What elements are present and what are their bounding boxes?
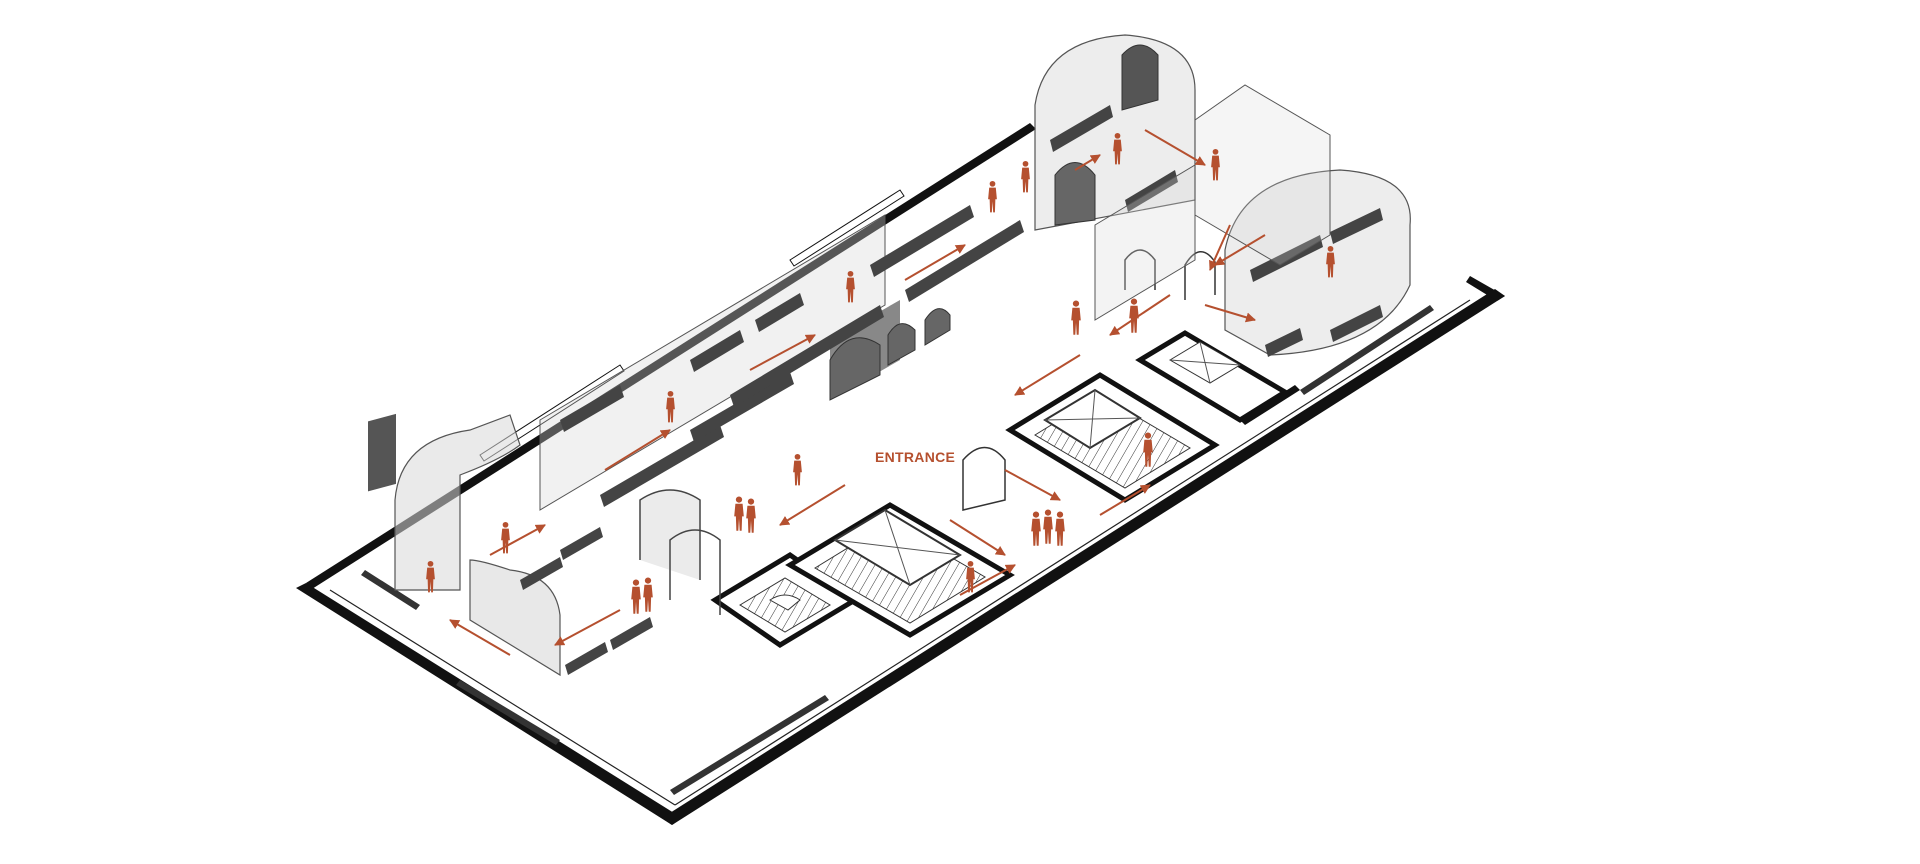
radiator-2 bbox=[1300, 305, 1434, 395]
circulation-arrow-icon bbox=[489, 524, 546, 556]
circulation-arrow-icon bbox=[1144, 129, 1206, 166]
shelf-gallery-8 bbox=[755, 293, 804, 332]
arch-opening-1 bbox=[829, 337, 881, 401]
wall-north-west bbox=[306, 123, 1036, 589]
left-volume-shell bbox=[394, 414, 521, 591]
person-silhouette-icon bbox=[1071, 300, 1081, 335]
shelf-left-1 bbox=[565, 642, 608, 675]
west-gallery bbox=[539, 205, 1024, 615]
arched-doorway-left bbox=[639, 489, 701, 580]
shelf-gallery-6 bbox=[560, 385, 624, 432]
shelf-gallery-2 bbox=[690, 372, 794, 442]
radiator-3 bbox=[456, 680, 560, 745]
person-silhouette-icon bbox=[734, 496, 744, 531]
arch-opening-3 bbox=[924, 308, 951, 346]
wall-south-east bbox=[662, 289, 1505, 825]
north-shelf-1 bbox=[1050, 105, 1113, 152]
circulation-arrow-icon bbox=[1004, 469, 1061, 501]
north-arch-dark bbox=[1121, 44, 1159, 111]
service-core bbox=[710, 330, 1300, 648]
shelf-left-3 bbox=[520, 557, 563, 590]
gallery-glass-wall bbox=[539, 214, 886, 511]
arched-doorway-left-2 bbox=[669, 529, 721, 615]
north-glass-partition bbox=[1094, 164, 1196, 321]
east-shelf-2 bbox=[1330, 305, 1383, 342]
person-silhouette-icon bbox=[1021, 160, 1030, 193]
shelf-gallery-4 bbox=[905, 220, 1024, 302]
person-silhouette-icon bbox=[631, 579, 641, 614]
circulation-arrow-icon bbox=[779, 484, 846, 526]
rear-window-1 bbox=[789, 189, 905, 267]
person-silhouette-icon bbox=[988, 180, 997, 213]
circulation-arrow-icon bbox=[1074, 154, 1101, 171]
floor-edge-inner-se bbox=[674, 299, 1471, 806]
left-display-volume bbox=[368, 413, 653, 677]
circulation-arrow-icon bbox=[604, 429, 671, 471]
north-arch-doorway bbox=[1054, 162, 1096, 226]
arch-opening-2 bbox=[887, 323, 916, 366]
core-wall-right bbox=[1240, 385, 1300, 425]
shelf-gallery-5 bbox=[870, 205, 974, 277]
elevator-cross-2 bbox=[1199, 341, 1211, 384]
circulation-arrow-icon bbox=[1014, 354, 1081, 396]
circulation-arrow-icon bbox=[554, 609, 621, 646]
shelf-gallery-7 bbox=[690, 330, 744, 372]
person-silhouette-icon bbox=[643, 577, 653, 612]
circulation-arrow-icon bbox=[1109, 294, 1171, 336]
circulation-arrow-icon bbox=[1204, 304, 1256, 323]
east-shelf-4 bbox=[1330, 208, 1383, 244]
radiator-1 bbox=[670, 695, 829, 795]
north-display-volumes bbox=[1034, 34, 1411, 357]
floor-edge-inner-sw bbox=[329, 589, 676, 806]
shelf-gallery-3 bbox=[730, 305, 884, 407]
person-silhouette-icon bbox=[1031, 511, 1041, 546]
east-box-frame bbox=[1194, 84, 1331, 266]
radiator-4 bbox=[361, 570, 420, 610]
left-end-panel bbox=[368, 413, 396, 492]
person-silhouette-icon bbox=[1055, 511, 1065, 546]
circulation-arrow-icon bbox=[949, 519, 1006, 556]
circulation-arrow-icon bbox=[1099, 484, 1151, 516]
shelf-gallery-1 bbox=[600, 425, 724, 507]
east-shelf-1 bbox=[1265, 328, 1303, 357]
entrance-label: ENTRANCE bbox=[875, 449, 955, 465]
wall-north-east bbox=[1466, 276, 1505, 301]
stair-landing-left bbox=[769, 594, 801, 611]
circulation-arrow-icon bbox=[749, 334, 816, 371]
outer-walls bbox=[296, 123, 1505, 825]
person-silhouette-icon bbox=[1129, 298, 1139, 333]
circulation-arrow-icon bbox=[1214, 234, 1266, 266]
shelf-left-2 bbox=[610, 617, 653, 650]
circulation-arrows bbox=[449, 129, 1266, 656]
circulation-arrow-icon bbox=[904, 244, 966, 281]
east-arch-doorway-2 bbox=[1124, 249, 1156, 290]
person-silhouette-icon bbox=[746, 498, 756, 533]
east-shelf-3 bbox=[1250, 235, 1323, 282]
person-silhouette-icon bbox=[793, 453, 802, 486]
void-cross-2 bbox=[884, 509, 911, 586]
left-vault bbox=[469, 559, 561, 677]
circulation-arrow-icon bbox=[1209, 224, 1231, 271]
circulation-arrow-icon bbox=[449, 619, 511, 656]
shelf-left-4 bbox=[560, 527, 603, 560]
person-silhouette-icon bbox=[1043, 509, 1053, 544]
freestanding-arch bbox=[962, 446, 1006, 511]
right-void-cross-2 bbox=[1089, 389, 1096, 449]
